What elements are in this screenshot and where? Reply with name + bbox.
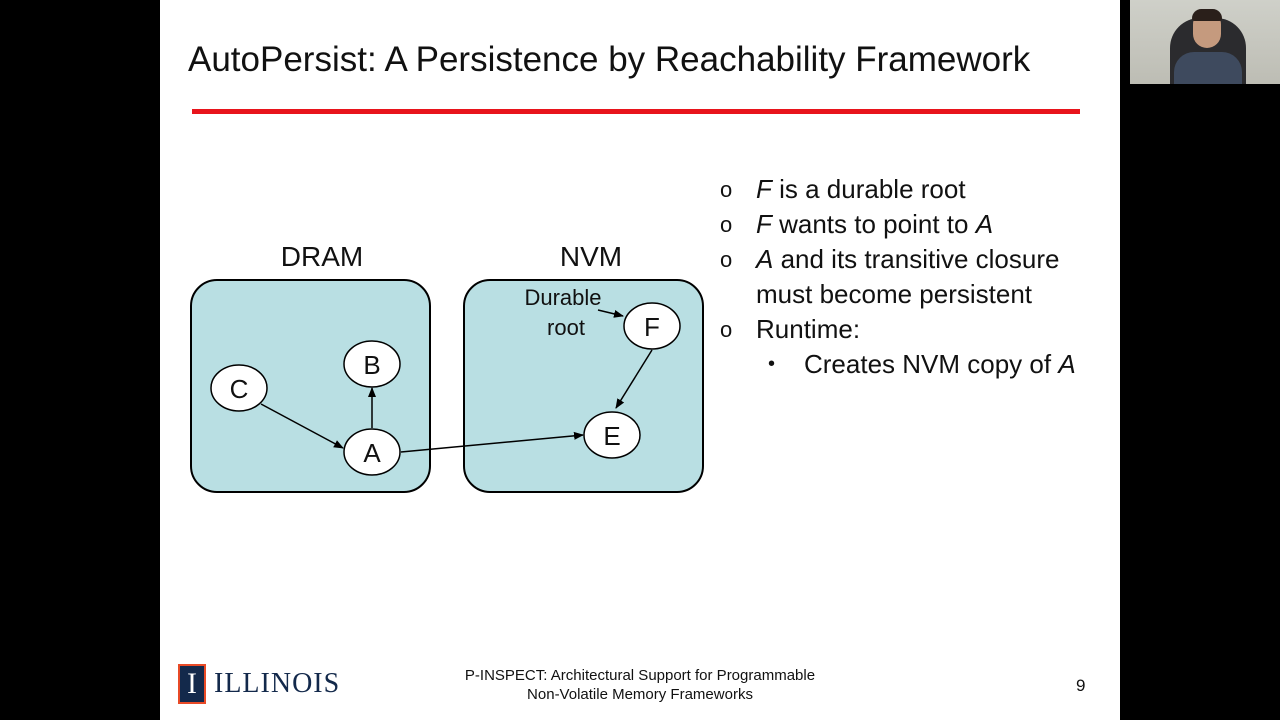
footer-line-1: P-INSPECT: Architectural Support for Pro… xyxy=(464,667,816,684)
node-c: C xyxy=(210,364,268,412)
node-a: A xyxy=(343,428,401,476)
bullet-item-continuation: must become persistent xyxy=(756,279,1033,309)
illinois-block-i-icon: I xyxy=(178,664,206,704)
bullet-item: o F wants to point to A xyxy=(720,207,1120,242)
bullet-list: o F is a durable root o F wants to point… xyxy=(720,172,1120,382)
presenter-hair-shape xyxy=(1192,9,1222,21)
bullet-marker: o xyxy=(720,247,733,272)
footer-line-2: Non-Volatile Memory Frameworks xyxy=(527,686,753,703)
presenter-body-shape xyxy=(1174,52,1242,84)
nvm-label: NVM xyxy=(560,241,622,272)
sub-bullet-marker: • xyxy=(768,353,776,375)
dram-label: DRAM xyxy=(281,241,363,272)
edge-c-to-a xyxy=(260,403,344,449)
title-underline xyxy=(192,109,1080,114)
svg-text:F: F xyxy=(644,312,660,342)
sub-bullet-item: • Creates NVM copy of A xyxy=(720,347,1120,382)
logo-text: ILLINOIS xyxy=(214,668,341,699)
node-f: F xyxy=(623,302,681,350)
node-b: B xyxy=(343,340,401,388)
persistence-diagram: DRAM NVM Durable root B C A F E xyxy=(190,241,704,493)
presenter-webcam-thumbnail xyxy=(1130,0,1280,84)
page-number: 9 xyxy=(1076,676,1086,695)
bullet-item: o Runtime: xyxy=(720,312,1120,347)
edge-a-to-e xyxy=(400,431,584,453)
svg-text:C: C xyxy=(230,374,249,404)
svg-text:E: E xyxy=(603,421,620,451)
durable-root-label-line2: root xyxy=(547,315,585,340)
university-logo: I ILLINOIS xyxy=(178,664,340,704)
bullet-item: o F is a durable root xyxy=(720,172,1120,207)
bullet-marker: o xyxy=(720,212,733,237)
slide: AutoPersist: A Persistence by Reachabili… xyxy=(160,0,1120,720)
node-e: E xyxy=(583,411,641,459)
svg-text:A: A xyxy=(363,438,381,468)
bullet-marker: o xyxy=(720,177,733,202)
footer-text: P-INSPECT: Architectural Support for Pro… xyxy=(410,666,870,704)
bullet-marker: o xyxy=(720,317,733,342)
durable-root-label-line1: Durable xyxy=(524,285,601,310)
bullet-item: o A and its transitive closure xyxy=(720,242,1120,277)
slide-title: AutoPersist: A Persistence by Reachabili… xyxy=(188,40,1031,79)
edge-f-to-e xyxy=(615,349,653,409)
svg-text:B: B xyxy=(363,350,380,380)
edge-durable-root-to-f xyxy=(597,309,624,318)
